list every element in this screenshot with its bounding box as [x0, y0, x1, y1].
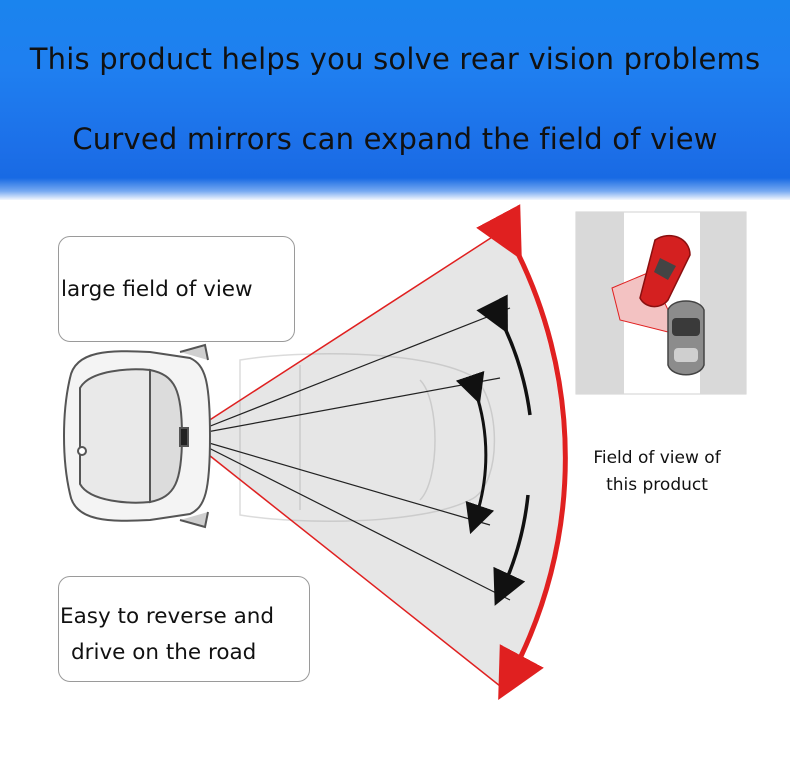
fov-caption-line1: Field of view of	[593, 448, 721, 468]
callout-easy-reverse: Easy to reverse and drive on the road	[58, 576, 310, 682]
red-car-icon	[639, 234, 691, 308]
header-banner: This product helps you solve rear vision…	[0, 0, 790, 200]
car-top-view-icon	[63, 343, 212, 529]
illustration: large field of view Easy to reverse and …	[0, 200, 790, 765]
callout-large-field-text: large field of view	[61, 277, 253, 302]
wide-view-line-top	[184, 231, 501, 437]
diagram-svg	[63, 204, 747, 701]
view-line	[184, 435, 511, 601]
view-line	[184, 377, 501, 437]
grey-car-icon	[667, 300, 705, 376]
view-line	[184, 435, 491, 526]
callout-easy-reverse-line2: drive on the road	[71, 640, 257, 665]
callout-easy-reverse-line1: Easy to reverse and	[60, 604, 275, 629]
view-fan	[183, 230, 563, 688]
wide-view-arc	[476, 204, 568, 701]
headline-curved-mirrors: Curved mirrors can expand the field of v…	[72, 122, 718, 156]
headline-rear-vision: This product helps you solve rear vision…	[29, 42, 761, 76]
banner-fade	[0, 178, 790, 200]
wide-view-line-bottom	[184, 435, 501, 687]
curved-arrow-icon	[455, 370, 495, 535]
curved-arrow-icon	[476, 294, 532, 416]
curved-arrow-icon	[493, 494, 530, 606]
fov-caption-line2: this product	[606, 475, 708, 495]
road-inset	[575, 211, 747, 395]
view-line	[184, 307, 511, 437]
callout-large-field: large field of view	[58, 236, 295, 342]
